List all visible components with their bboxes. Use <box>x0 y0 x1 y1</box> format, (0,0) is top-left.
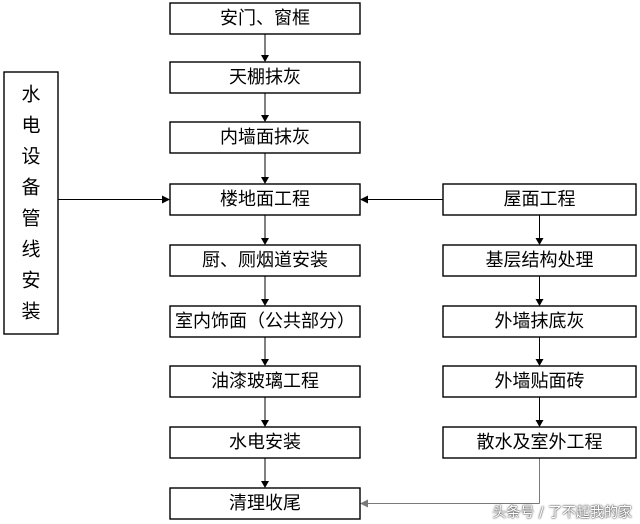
center-step-4-label: 楼地面工程 <box>220 189 310 210</box>
center-step-3: 内墙面抹灰 <box>169 121 361 154</box>
center-step-8: 水电安装 <box>169 426 361 459</box>
side-step-char-4: 备 <box>21 177 40 199</box>
right-arrow-2-head <box>535 299 544 306</box>
outdoor-to-clean-arrow-head <box>360 499 368 508</box>
side-step-char-8: 装 <box>21 301 40 323</box>
center-arrow-7-head <box>261 420 269 427</box>
center-arrow-1-head <box>261 55 269 62</box>
right-step-5: 散水及室外工程 <box>442 426 637 459</box>
center-arrow-5-head <box>261 299 269 306</box>
right-step-1-label: 屋面工程 <box>504 189 576 210</box>
center-step-6-label: 室内饰面（公共部分） <box>175 311 355 332</box>
side-step-char-5: 管 <box>21 208 40 230</box>
right-step-3-label: 外墙抹底灰 <box>495 311 585 332</box>
center-step-4: 楼地面工程 <box>169 183 361 216</box>
center-step-3-label: 内墙面抹灰 <box>220 127 310 148</box>
right-arrow-3-head <box>535 359 544 366</box>
center-step-3-frame <box>169 121 361 154</box>
side-step-frame <box>3 71 59 335</box>
right-step-4: 外墙贴面砖 <box>442 365 637 398</box>
center-step-2-frame <box>169 61 361 94</box>
side-step-char-6: 线 <box>21 239 40 261</box>
right-step-1: 屋面工程 <box>442 183 637 216</box>
right-step-3-frame <box>442 305 637 338</box>
side-step-char-1: 水 <box>21 84 40 106</box>
right-step-5-frame <box>442 426 637 459</box>
right-step-5-label: 散水及室外工程 <box>477 432 603 453</box>
center-step-2: 天棚抹灰 <box>169 61 361 94</box>
right-arrow-4-head <box>535 420 544 427</box>
center-step-6-frame <box>169 305 361 338</box>
right-step-2: 基层结构处理 <box>442 244 637 277</box>
center-step-7: 油漆玻璃工程 <box>169 365 361 398</box>
connectors <box>58 34 544 508</box>
roof-to-floor-arrow-head <box>360 195 368 204</box>
side-to-floor-arrow-head <box>162 195 170 204</box>
center-step-5-label: 厨、厕烟道安装 <box>202 250 328 271</box>
right-step-2-frame <box>442 244 637 277</box>
right-step-4-frame <box>442 365 637 398</box>
center-arrow-6-head <box>261 359 269 366</box>
side-step-char-7: 安 <box>21 270 40 292</box>
center-step-5: 厨、厕烟道安装 <box>169 244 361 277</box>
side-step-char-2: 电 <box>21 115 40 137</box>
center-step-4-frame <box>169 183 361 216</box>
right-step-2-label: 基层结构处理 <box>486 250 594 271</box>
center-step-6: 室内饰面（公共部分） <box>169 305 361 338</box>
center-step-7-label: 油漆玻璃工程 <box>211 371 319 392</box>
center-step-8-label: 水电安装 <box>229 432 301 453</box>
center-step-7-frame <box>169 365 361 398</box>
center-step-1: 安门、窗框 <box>169 2 361 35</box>
center-arrow-3-head <box>261 177 269 184</box>
side-step-char-3: 设 <box>21 146 40 168</box>
center-step-9: 清理收尾 <box>169 487 361 520</box>
center-step-2-label: 天棚抹灰 <box>229 67 301 88</box>
center-step-1-frame <box>169 2 361 35</box>
center-arrow-4-head <box>261 238 269 245</box>
right-step-4-label: 外墙贴面砖 <box>495 371 585 392</box>
center-step-1-label: 安门、窗框 <box>220 8 310 29</box>
right-step-3: 外墙抹底灰 <box>442 305 637 338</box>
center-arrow-2-head <box>261 115 269 122</box>
right-step-1-frame <box>442 183 637 216</box>
center-arrow-8-head <box>261 481 269 488</box>
right-arrow-1-head <box>535 238 544 245</box>
watermark-text: 头条号 / 了不起我的家 <box>492 505 632 521</box>
center-step-9-frame <box>169 487 361 520</box>
center-step-9-label: 清理收尾 <box>229 493 301 514</box>
center-step-8-frame <box>169 426 361 459</box>
center-step-5-frame <box>169 244 361 277</box>
